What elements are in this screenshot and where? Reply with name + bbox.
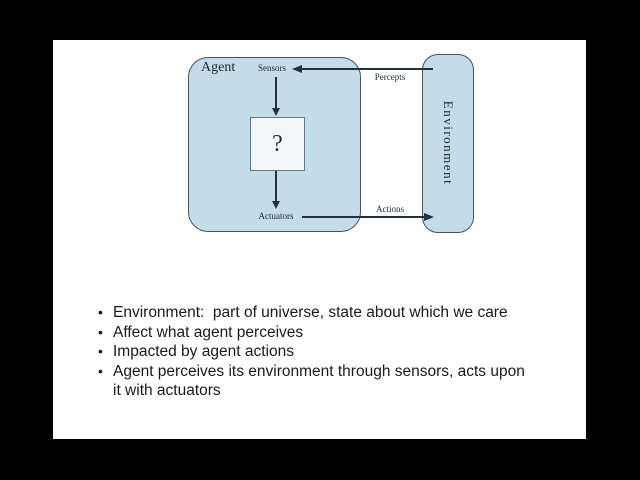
environment-label: Environment bbox=[441, 100, 456, 186]
actuator-arrowhead-icon bbox=[272, 201, 280, 209]
environment-box bbox=[422, 54, 474, 233]
sensor-arrowhead-icon bbox=[272, 108, 280, 116]
bullet-item: Environment: part of universe, state abo… bbox=[97, 303, 531, 323]
actuator-output-arrow bbox=[275, 171, 277, 201]
agent-program-box: ? bbox=[250, 117, 305, 171]
bullet-text: Agent perceives its environment through … bbox=[113, 362, 530, 400]
percepts-arrow bbox=[302, 68, 433, 70]
percepts-label: Percepts bbox=[374, 72, 406, 82]
actions-arrowhead-icon bbox=[424, 213, 434, 221]
bullet-list: Environment: part of universe, state abo… bbox=[97, 303, 531, 401]
actions-arrow bbox=[302, 216, 424, 218]
sensors-label: Sensors bbox=[257, 63, 287, 73]
bullet-item: Affect what agent perceives bbox=[97, 323, 531, 343]
actuators-label: Actuators bbox=[258, 211, 294, 221]
bullet-text: Impacted by agent actions bbox=[113, 343, 294, 361]
bullet-text: Environment: part of universe, state abo… bbox=[113, 304, 508, 321]
slide: Agent Environment Sensors Actuators ? Pe… bbox=[53, 40, 586, 439]
question-mark: ? bbox=[272, 130, 283, 157]
bullet-text: Affect what agent perceives bbox=[113, 323, 304, 341]
bullet-item: Impacted by agent actions bbox=[97, 342, 531, 362]
actions-label: Actions bbox=[376, 204, 404, 214]
agent-label: Agent bbox=[201, 60, 236, 75]
bullet-item: Agent perceives its environment through … bbox=[97, 362, 531, 401]
percepts-arrowhead-icon bbox=[292, 65, 302, 73]
sensor-input-arrow bbox=[275, 77, 277, 108]
